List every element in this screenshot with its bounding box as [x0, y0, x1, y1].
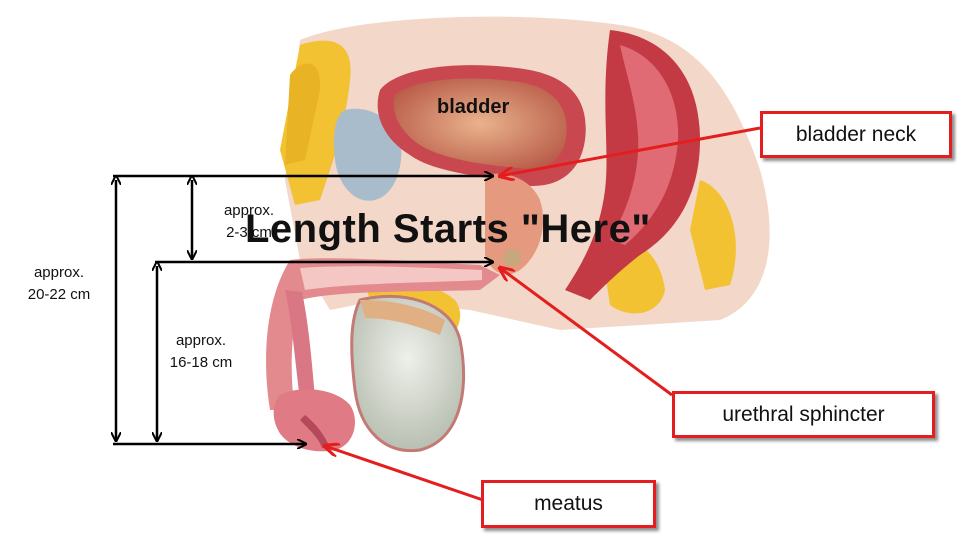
total-length-label-line1: approx.: [33, 264, 85, 281]
lower-length-label: approx. 16-18 cm: [162, 330, 240, 374]
urethral-sphincter-arrow: [500, 268, 673, 397]
lower-length-label-line1: approx.: [175, 332, 227, 349]
callout-arrows: [325, 126, 761, 502]
anatomy-artwork: [266, 16, 770, 453]
upper-length-label-line1: approx.: [223, 202, 275, 219]
total-length-label: approx. 20-22 cm: [20, 262, 98, 306]
bladder-neck-arrow: [500, 126, 761, 176]
meatus-arrow: [325, 446, 484, 502]
lower-length-label-line2: 16-18 cm: [169, 354, 233, 371]
headline: Length Starts "Here": [245, 207, 651, 251]
upper-length-label: approx. 2-3 cm: [210, 200, 288, 244]
callout-bladder-neck: bladder neck: [760, 111, 952, 158]
dimension-lines: [113, 176, 492, 444]
callout-meatus: meatus: [481, 480, 656, 528]
callout-urethral-sphincter: urethral sphincter: [672, 391, 935, 438]
total-length-label-line2: 20-22 cm: [27, 286, 91, 303]
bladder-label: bladder: [437, 96, 510, 118]
upper-length-label-line2: 2-3 cm: [226, 224, 272, 241]
